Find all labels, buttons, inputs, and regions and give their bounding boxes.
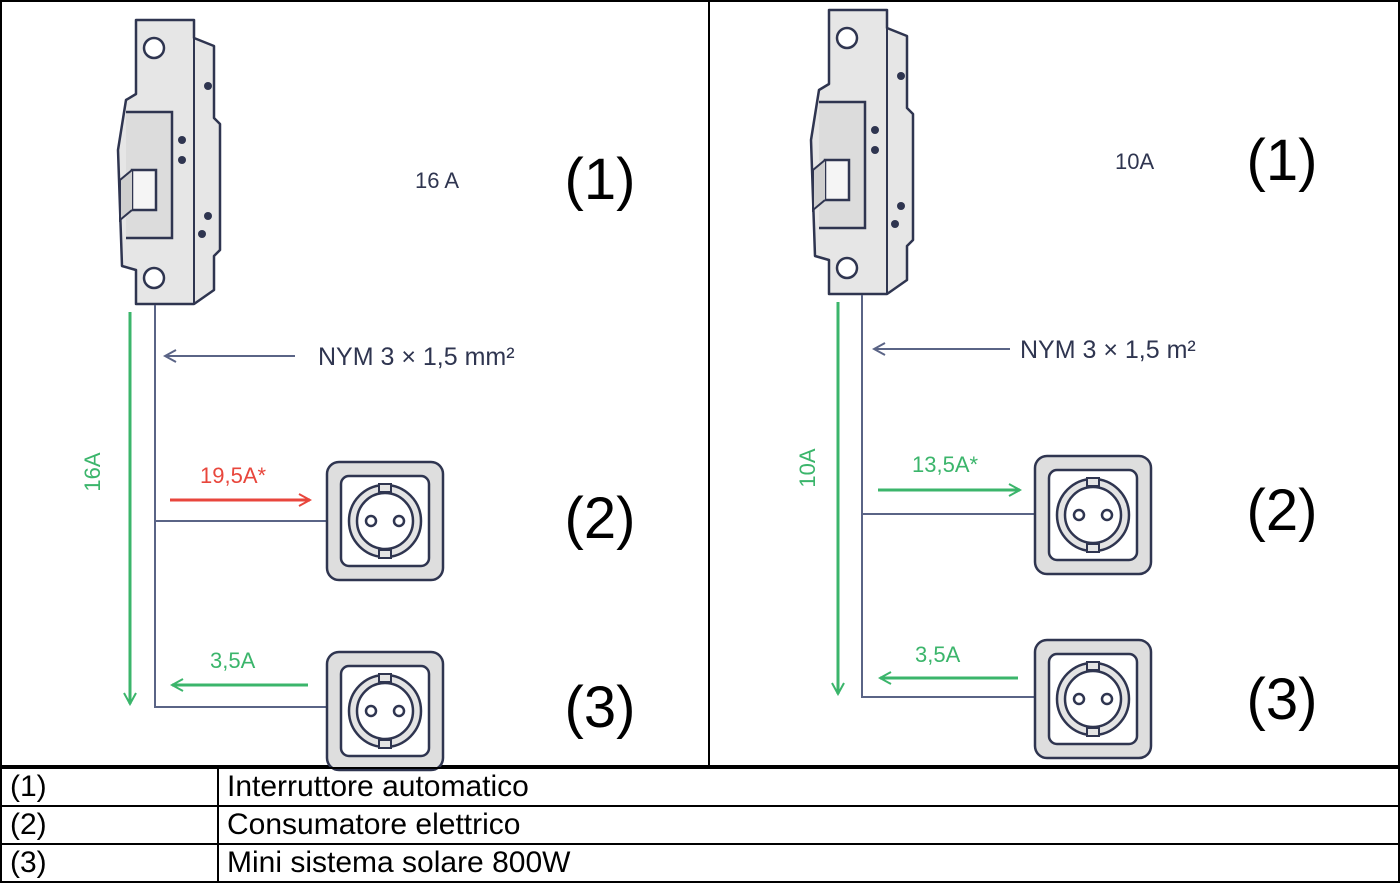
cable-label: NYM 3 × 1,5 mm² bbox=[318, 343, 515, 371]
marker-1: (1) bbox=[565, 147, 636, 212]
legend-key: (2) bbox=[0, 805, 219, 845]
cable-label: NYM 3 × 1,5 m² bbox=[1020, 336, 1196, 364]
left-panel: 16A NYM 3 × 1,5 mm² 16 A 19,5A* 3,5A (1)… bbox=[80, 18, 636, 772]
breaker-rating: 10A bbox=[1115, 149, 1154, 174]
circuit-breaker-icon bbox=[116, 18, 222, 306]
legend-text: Mini sistema solare 800W bbox=[217, 843, 1400, 883]
legend-text: Consumatore elettrico bbox=[217, 805, 1400, 845]
solar-socket-icon bbox=[325, 650, 445, 772]
legend-row: (1) Interruttore automatico bbox=[0, 767, 1400, 807]
breaker-rating: 16 A bbox=[415, 168, 459, 193]
marker-2: (2) bbox=[1247, 478, 1318, 543]
legend-row: (3) Mini sistema solare 800W bbox=[0, 843, 1400, 883]
main-current-label: 10A bbox=[795, 448, 820, 487]
marker-1: (1) bbox=[1247, 128, 1318, 193]
consumer-current-label: 13,5A* bbox=[912, 452, 978, 477]
right-panel: 10A NYM 3 × 1,5 m² 10A 13,5A* 3,5A (1) (… bbox=[795, 8, 1318, 760]
solar-current-label: 3,5A bbox=[915, 642, 961, 667]
legend-text: Interruttore automatico bbox=[217, 767, 1400, 807]
marker-2: (2) bbox=[565, 486, 636, 551]
marker-3: (3) bbox=[565, 675, 636, 740]
solar-socket-icon bbox=[1033, 638, 1153, 760]
consumer-current-label: 19,5A* bbox=[200, 463, 266, 488]
main-current-label: 16A bbox=[80, 452, 105, 491]
legend-row: (2) Consumatore elettrico bbox=[0, 805, 1400, 845]
circuit-breaker-icon bbox=[809, 8, 915, 296]
solar-current-label: 3,5A bbox=[210, 648, 256, 673]
legend-key: (1) bbox=[0, 767, 219, 807]
consumer-socket-icon bbox=[1033, 454, 1153, 576]
legend-table: (1) Interruttore automatico (2) Consumat… bbox=[0, 767, 1400, 883]
legend-key: (3) bbox=[0, 843, 219, 883]
marker-3: (3) bbox=[1247, 667, 1318, 732]
consumer-socket-icon bbox=[325, 460, 445, 582]
